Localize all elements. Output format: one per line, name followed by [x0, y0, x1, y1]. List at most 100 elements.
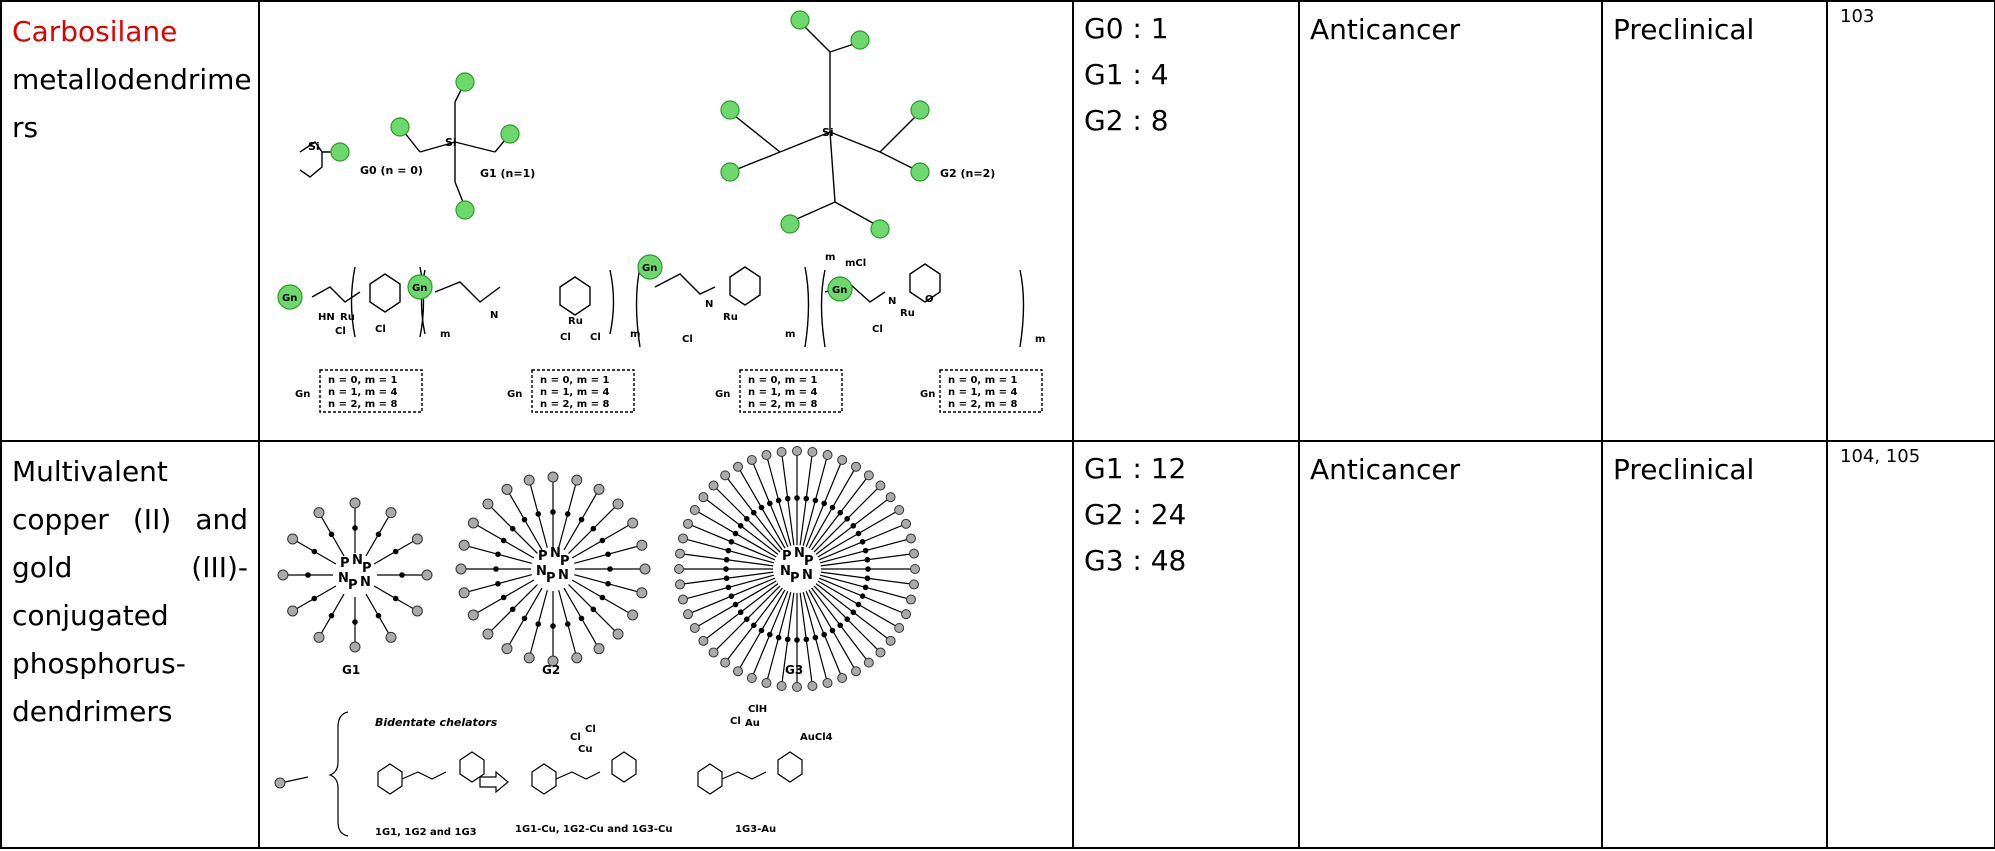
- chelator-title: Bidentate chelators: [375, 716, 498, 729]
- g2-terminal-group: [501, 643, 513, 655]
- g2-node: [509, 525, 516, 532]
- g2-terminal-group: [636, 539, 648, 551]
- g3-node: [784, 636, 791, 643]
- compound-name-cell: Carbosilane metallodendrime rs: [0, 0, 260, 442]
- g3-terminal-group: [761, 450, 772, 461]
- g3-node: [758, 627, 765, 634]
- g3-node: [844, 616, 851, 623]
- atom-label: Si: [308, 140, 320, 153]
- param-line: n = 2, m = 8: [540, 399, 609, 410]
- atom-label: Cl: [585, 724, 596, 735]
- g2-terminal-group: [627, 517, 639, 529]
- g3-terminal-group: [776, 447, 787, 458]
- g2-node: [500, 537, 507, 544]
- generation-count: G3 : 48: [1084, 544, 1187, 577]
- g3-terminal-group: [837, 454, 848, 465]
- reference-cell: 104, 105: [1826, 440, 1995, 849]
- g3-node: [794, 495, 800, 501]
- g2-node: [578, 516, 585, 523]
- g1-terminal-group: [385, 631, 397, 643]
- g2-node: [607, 566, 613, 572]
- g2-terminal-group: [571, 474, 583, 486]
- cu-complex-caption: 1G1-Cu, 1G2-Cu and 1G3-Cu: [515, 824, 672, 835]
- generation-count: G1 : 4: [1084, 58, 1169, 91]
- g3-node: [767, 631, 773, 638]
- reference-text: 103: [1840, 6, 1875, 27]
- g3-node: [829, 627, 836, 634]
- g2-terminal-group: [455, 563, 467, 575]
- activity-text: Anticancer: [1310, 453, 1461, 486]
- g2-node: [605, 580, 611, 587]
- gn-label: Gn: [412, 283, 427, 294]
- atom-label: Ru: [568, 316, 583, 327]
- atom-label: N: [705, 299, 713, 310]
- activity-text: Anticancer: [1310, 13, 1461, 46]
- g3-terminal-group: [733, 666, 743, 677]
- g3-node: [737, 609, 744, 616]
- g3-node: [743, 616, 750, 623]
- g3-terminal-group: [682, 518, 693, 529]
- atom-label: N: [794, 546, 805, 561]
- reference-cell: 103: [1826, 0, 1995, 442]
- atom-label: P: [348, 578, 358, 593]
- g2-terminal-group: [501, 483, 513, 495]
- g1-terminal-group: [277, 569, 289, 581]
- g1-node: [352, 619, 358, 625]
- atom-label: P: [546, 571, 556, 586]
- g3-terminal-group: [689, 623, 700, 633]
- param-line: n = 0, m = 1: [540, 375, 609, 386]
- param-line: n = 1, m = 4: [748, 387, 817, 398]
- g2-terminal-group: [482, 498, 494, 510]
- g3-node: [837, 509, 844, 516]
- g3-terminal-group: [875, 480, 886, 491]
- g1-node: [392, 548, 399, 555]
- g2-node: [500, 594, 507, 601]
- g2-terminal-group: [458, 539, 470, 551]
- atom-label: N: [338, 571, 349, 586]
- g3-node: [844, 515, 851, 522]
- au-complex-caption: 1G3-Au: [735, 824, 776, 835]
- gn-label: Gn: [507, 389, 522, 400]
- compound-name-highlight: Carbosilane: [12, 15, 178, 48]
- chelator-caption: 1G1, 1G2 and 1G3: [375, 827, 477, 838]
- g2-node: [495, 580, 501, 587]
- param-line: n = 0, m = 1: [748, 375, 817, 386]
- g3-node: [732, 530, 739, 537]
- atom-label: P: [560, 554, 570, 569]
- g3-node: [750, 509, 757, 516]
- g3-node: [758, 504, 765, 511]
- structure-cell: Si Si Si G0 (n = 0) G1 (n=1) G2 (n=2) Gn…: [258, 0, 1074, 442]
- activity-cell: Anticancer: [1298, 440, 1603, 849]
- g3-terminal-group: [720, 657, 731, 668]
- compound-name-line: conjugated: [12, 599, 169, 632]
- g3-node: [865, 566, 871, 572]
- g1-terminal-group: [313, 631, 325, 643]
- generation-label: G0 (n = 0): [360, 164, 423, 177]
- g2-terminal-group: [523, 652, 535, 664]
- compound-name-line: gold (III)-: [12, 551, 248, 584]
- g3-node: [728, 539, 735, 545]
- compound-name-line: copper (II) and: [12, 503, 248, 536]
- atom-label: Au: [745, 718, 760, 729]
- compound-name-line: metallodendrime: [12, 63, 252, 96]
- g1-terminal-group: [287, 533, 299, 545]
- atom-label: m: [825, 252, 835, 263]
- g2-terminal-group: [627, 609, 639, 621]
- generation-label: G2 (n=2): [940, 167, 995, 180]
- g3-terminal-group: [733, 461, 743, 472]
- g1-node: [399, 572, 405, 578]
- reference-text: 104, 105: [1840, 446, 1921, 467]
- generation-count: G1 : 12: [1084, 452, 1187, 485]
- g3-node: [723, 566, 729, 572]
- atom-label: m: [630, 329, 640, 340]
- g3-terminal-group: [678, 594, 689, 605]
- g1-node: [328, 531, 335, 538]
- atom-label: N: [550, 546, 561, 561]
- g3-node: [775, 634, 782, 641]
- gn-label: Gn: [920, 389, 935, 400]
- g3-terminal-group: [674, 564, 684, 574]
- g2-terminal-group: [639, 563, 651, 575]
- generation-cell: G0 : 1 G1 : 4 G2 : 8: [1072, 0, 1300, 442]
- g1-terminal-group: [411, 605, 423, 617]
- g3-terminal-group: [682, 609, 693, 620]
